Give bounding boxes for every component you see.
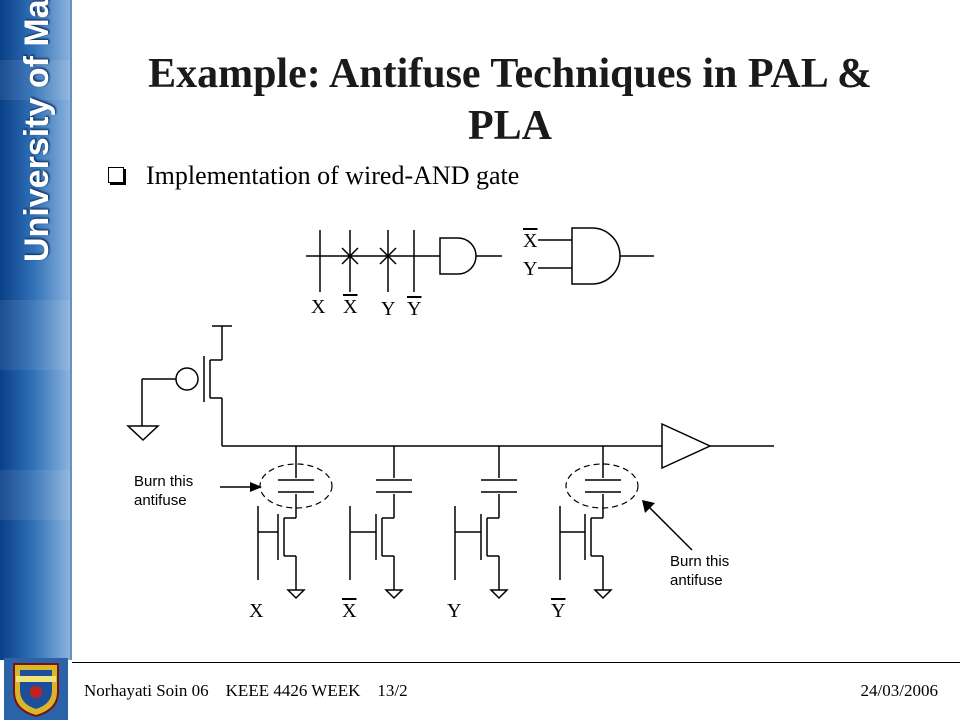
university-crest-logo <box>4 658 68 720</box>
footer-date: 24/03/2006 <box>860 681 938 700</box>
slide-title: Example: Antifuse Techniques in PAL & PL… <box>148 51 872 149</box>
sidebar-banner: University of Malaya <box>0 0 72 660</box>
checkbox-bullet-icon <box>108 167 124 183</box>
bullet-item: Implementation of wired-AND gate <box>108 160 519 192</box>
top-input-y: Y <box>381 298 396 320</box>
footer-divider <box>72 662 960 663</box>
gate-input-y: Y <box>523 258 538 280</box>
top-input-y-bar: Y <box>407 298 422 320</box>
bottom-input-y-bar: Y <box>551 600 566 622</box>
callout-right-label: Burn this antifuse <box>670 553 730 589</box>
top-input-x: X <box>311 296 326 318</box>
bottom-input-x-bar: X <box>342 600 357 622</box>
top-input-x-bar: X <box>343 296 358 318</box>
wired-and-diagram <box>126 227 774 600</box>
callout-left-label: Burn this antifuse <box>134 473 194 509</box>
bullet-text: Implementation of wired-AND gate <box>146 161 520 190</box>
bottom-input-y: Y <box>447 600 462 622</box>
bottom-input-x: X <box>249 600 264 622</box>
footer-course-info: Norhayati Soin 06 KEEE 4426 WEEK 13/2 <box>84 681 408 700</box>
gate-input-x-bar: X <box>523 230 538 252</box>
